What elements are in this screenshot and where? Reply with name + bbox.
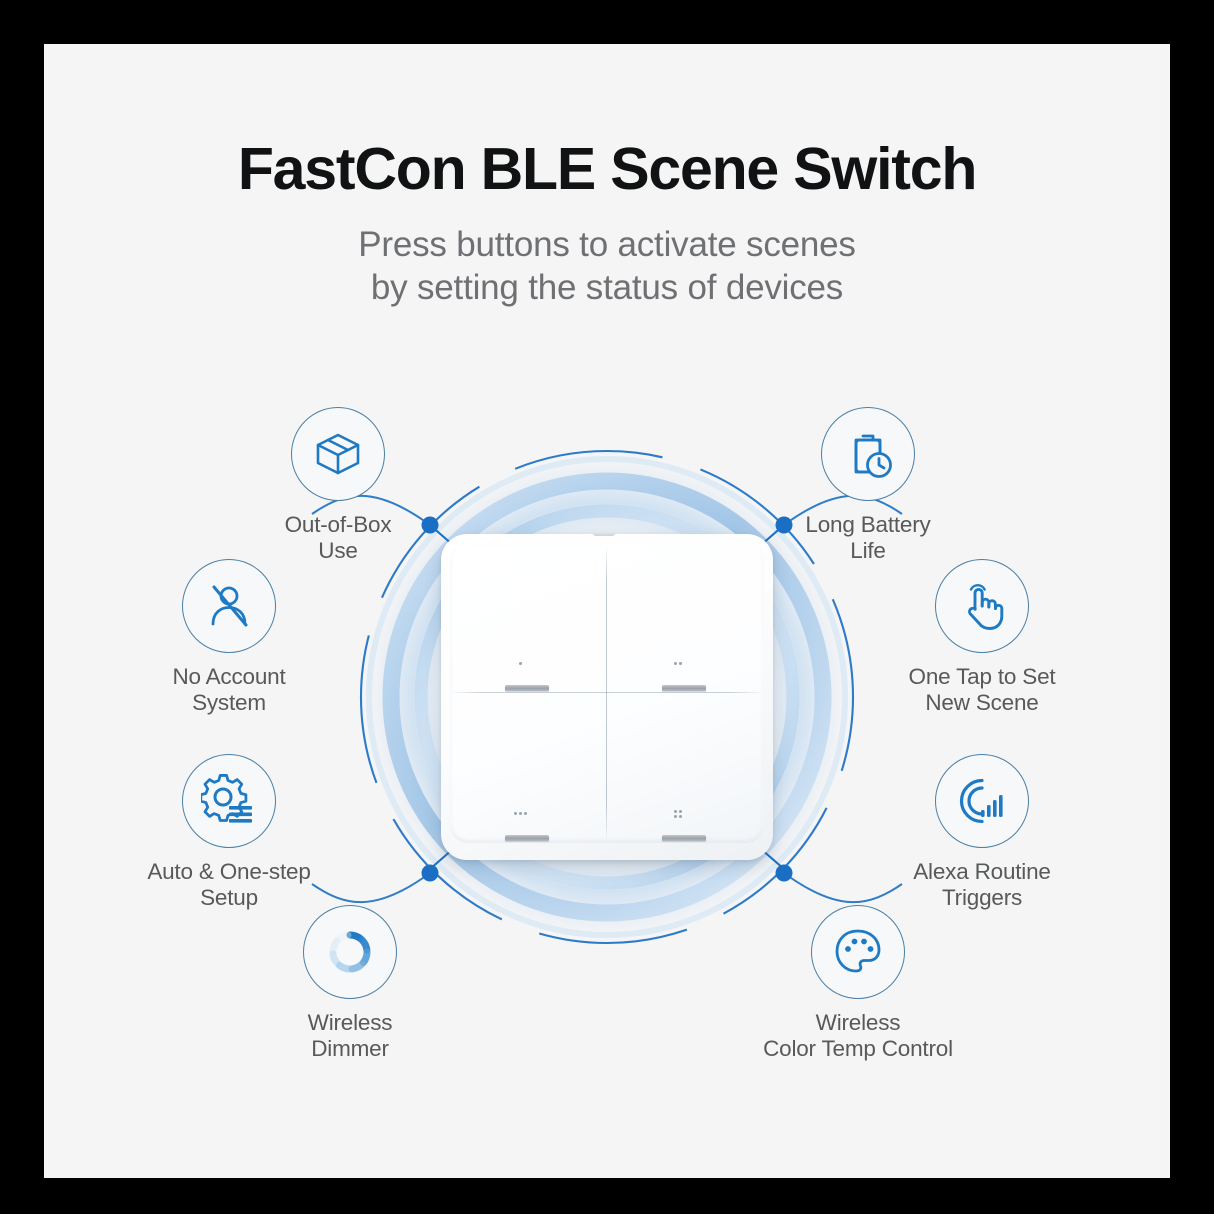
device-button-plate (450, 543, 764, 843)
feature-long-battery-life[interactable]: Long Battery Life (768, 407, 968, 565)
button-marker-4-dots (673, 810, 682, 818)
leader-line-top-left (311, 494, 431, 526)
button-marker-2-dots (673, 662, 682, 665)
leader-line-bottom-right (783, 872, 903, 904)
product-infographic-panel: FastCon BLE Scene Switch Press buttons t… (44, 44, 1170, 1178)
page-subtitle: Press buttons to activate scenes by sett… (44, 224, 1170, 309)
page-title: FastCon BLE Scene Switch (237, 136, 978, 202)
subtitle-line-1: Press buttons to activate scenes (358, 225, 856, 264)
feature-no-account-system[interactable]: No Account System (129, 559, 329, 717)
leader-line-bottom-left (311, 872, 431, 904)
feature-caption: Long Battery Life (805, 512, 931, 564)
dimmer-ring-icon (303, 905, 397, 999)
alexa-voice-ring-icon (935, 754, 1029, 848)
feature-out-of-box-use[interactable]: Out-of-Box Use (238, 407, 438, 565)
halo-ring-outer (382, 472, 832, 922)
switch-button-top-left[interactable] (450, 543, 607, 693)
feature-caption: Wireless Dimmer (307, 1010, 393, 1062)
button-tab-bottom-left (505, 835, 549, 841)
switch-button-bottom-left[interactable] (450, 693, 607, 843)
device-frame (441, 531, 773, 860)
feature-wireless-color-temp-control[interactable]: Wireless Color Temp Control (758, 905, 958, 1063)
feature-alexa-routine-triggers[interactable]: Alexa Routine Triggers (882, 754, 1082, 912)
halo-ring-inner (414, 504, 800, 890)
device-seam-horizontal (453, 692, 761, 693)
halo-ring-faint (366, 456, 848, 938)
feature-caption: Wireless Color Temp Control (763, 1010, 953, 1062)
button-tab-top-left (505, 685, 549, 691)
feature-wireless-dimmer[interactable]: Wireless Dimmer (250, 905, 450, 1063)
no-account-person-icon (182, 559, 276, 653)
connector-arc-ring (359, 449, 855, 945)
feature-caption: No Account System (172, 664, 286, 716)
tap-hand-icon (935, 559, 1029, 653)
feature-caption: Auto & One-step Setup (147, 859, 311, 911)
button-tab-top-right (662, 685, 706, 691)
switch-button-bottom-right[interactable] (607, 693, 764, 843)
button-marker-1-dot (518, 662, 523, 665)
battery-clock-icon (821, 407, 915, 501)
feature-one-tap-new-scene[interactable]: One Tap to Set New Scene (882, 559, 1082, 717)
gear-settings-icon (182, 754, 276, 848)
color-palette-icon (811, 905, 905, 999)
device-top-notch (593, 531, 615, 536)
button-marker-3-dots (514, 812, 527, 815)
feature-caption: Out-of-Box Use (284, 512, 392, 564)
feature-caption: Alexa Routine Triggers (913, 859, 1051, 911)
device-seam-vertical (606, 547, 607, 839)
open-box-icon (291, 407, 385, 501)
scene-switch-device[interactable] (441, 531, 773, 868)
button-tab-bottom-right (662, 835, 706, 841)
feature-auto-one-step-setup[interactable]: Auto & One-step Setup (129, 754, 329, 912)
switch-button-top-right[interactable] (607, 543, 764, 693)
feature-caption: One Tap to Set New Scene (908, 664, 1056, 716)
subtitle-line-2: by setting the status of devices (370, 267, 844, 307)
